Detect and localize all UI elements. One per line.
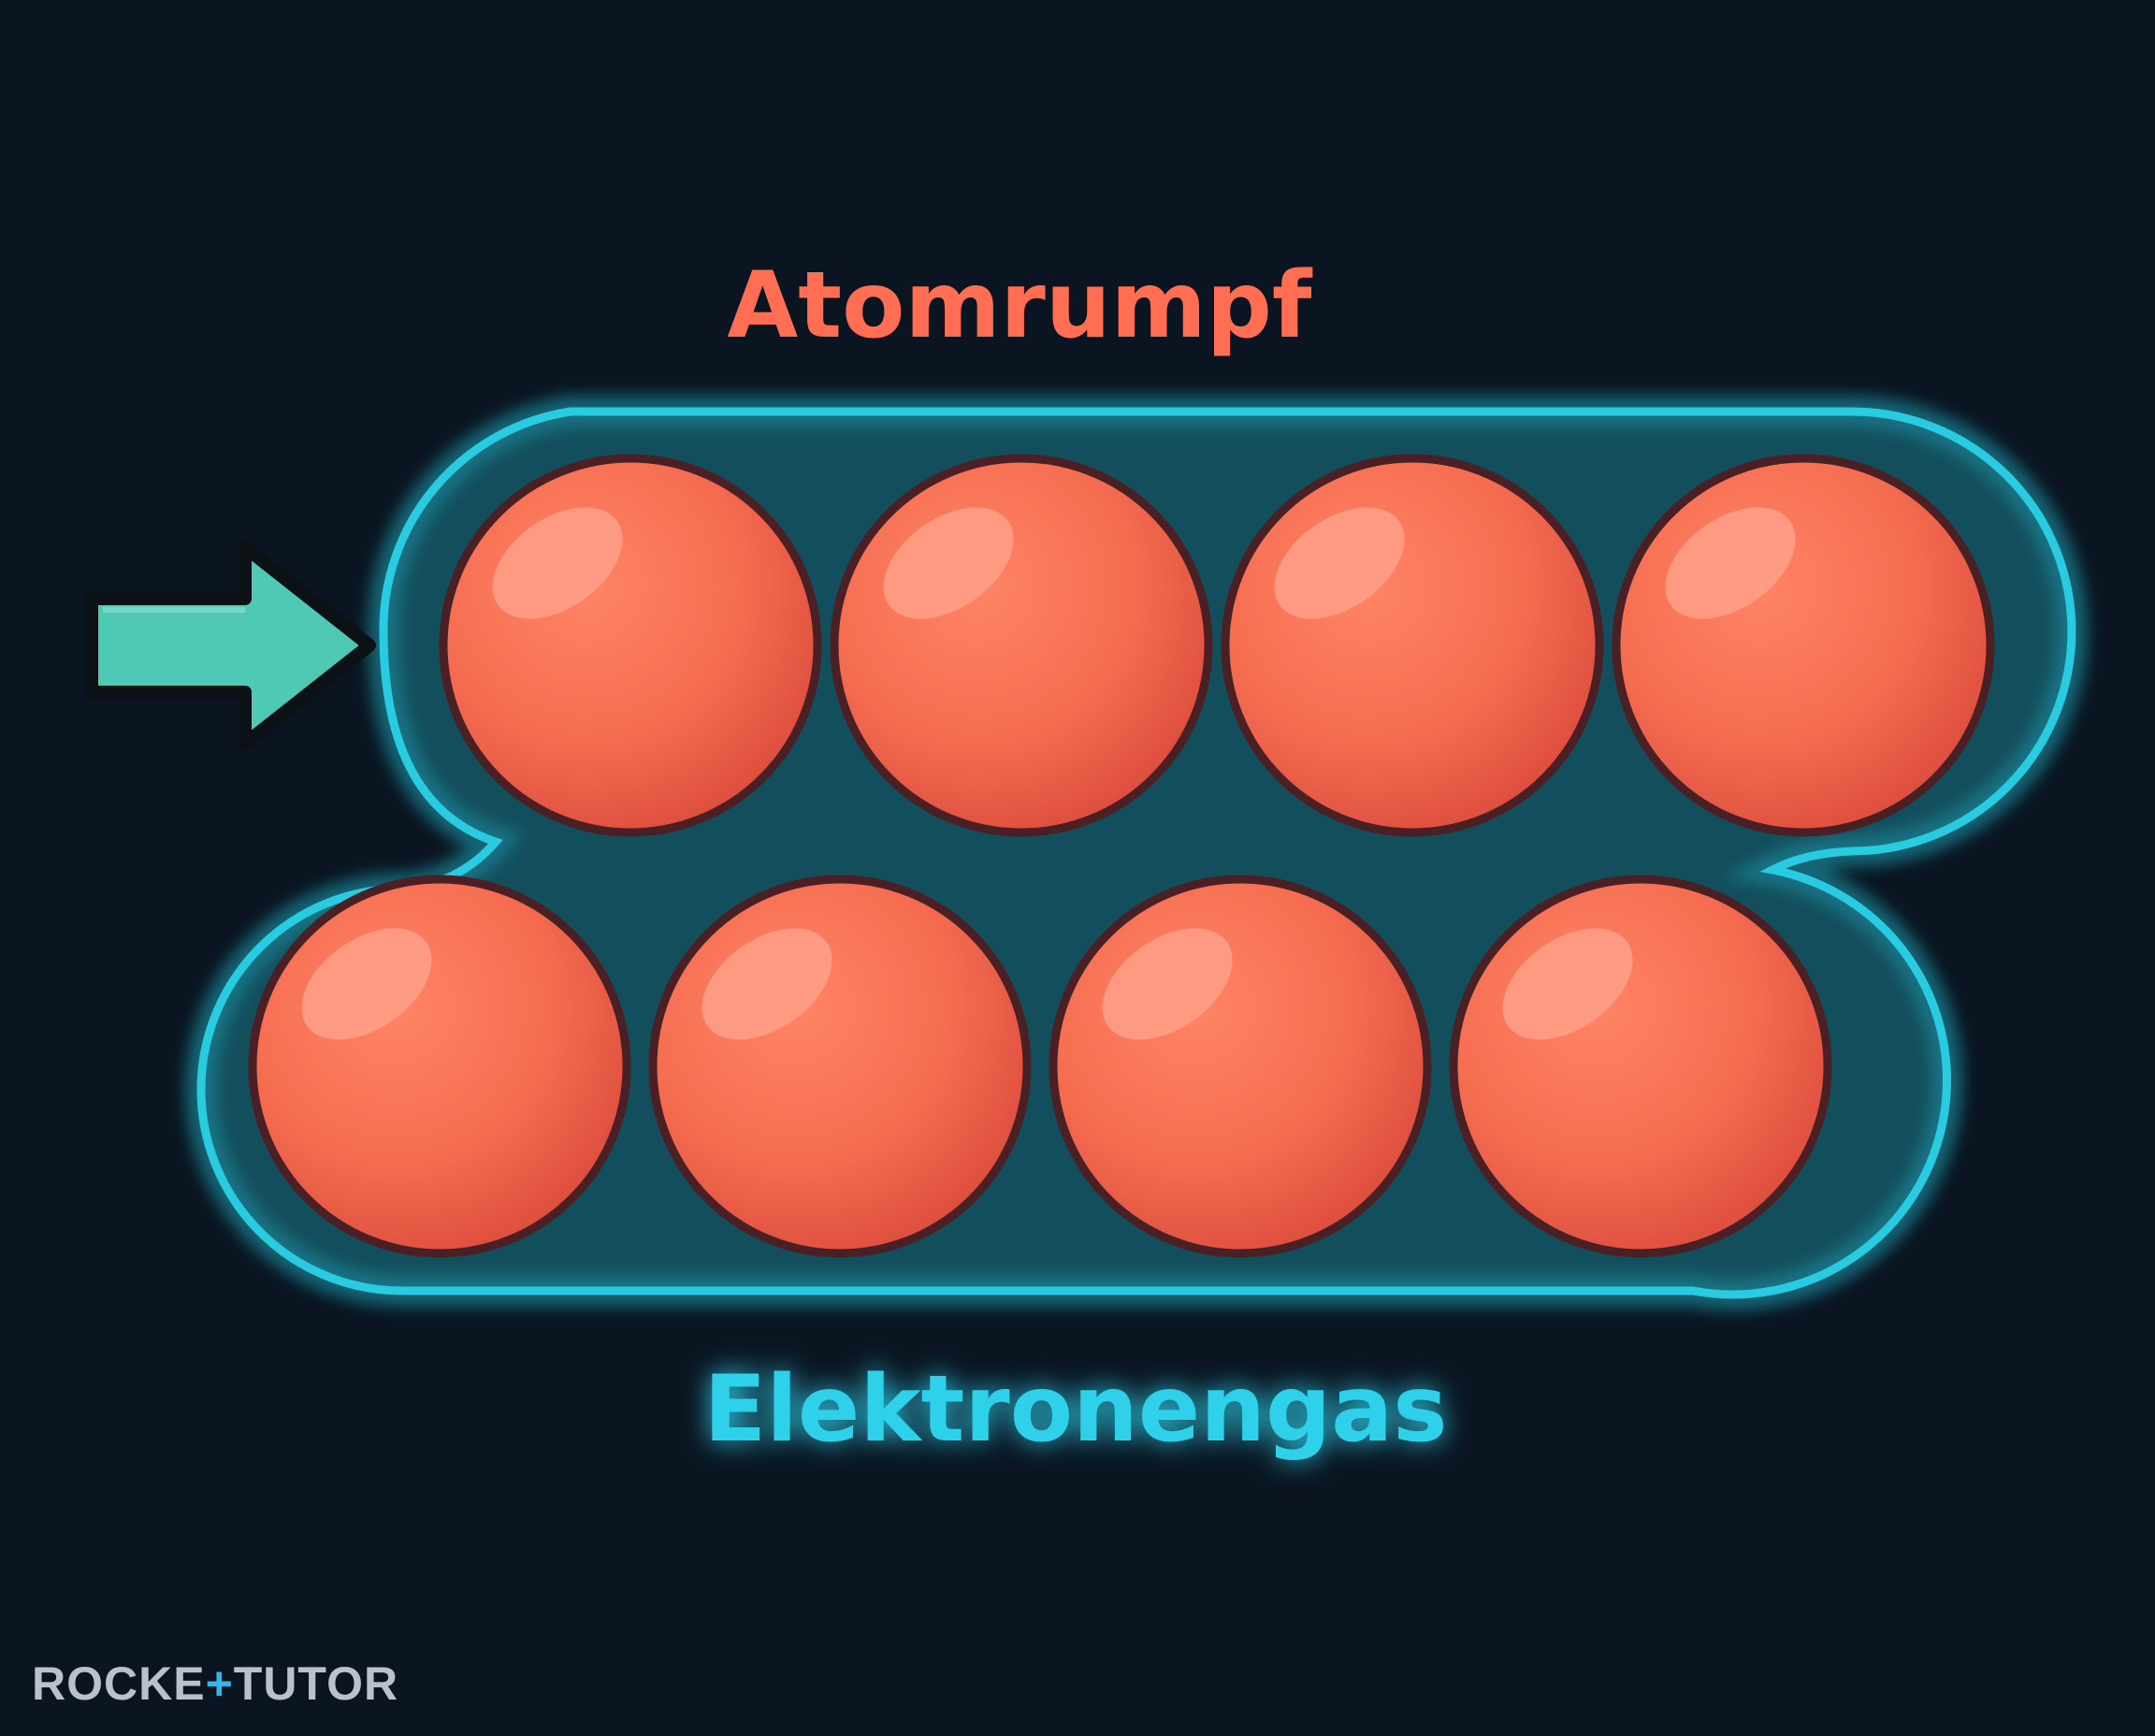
logo-plus: + bbox=[205, 1657, 234, 1710]
atom-core bbox=[648, 875, 1032, 1258]
brand-logo: ROCKE+TUTOR bbox=[32, 1654, 398, 1714]
atom-row-bottom bbox=[248, 875, 1832, 1258]
atom-core bbox=[248, 875, 631, 1258]
arrow-right-icon bbox=[85, 541, 376, 750]
atom-core bbox=[1221, 454, 1604, 837]
atom-row-top bbox=[439, 454, 1995, 837]
atom-core bbox=[1449, 875, 1832, 1258]
atom-core-label: Atomrumpf bbox=[727, 253, 1312, 359]
atom-core bbox=[439, 454, 822, 837]
logo-text-part1: ROCKE bbox=[32, 1657, 206, 1710]
electron-gas-label: Elektronengas bbox=[703, 1356, 1447, 1463]
atom-core bbox=[830, 454, 1213, 837]
logo-text-part2: TUTOR bbox=[233, 1657, 399, 1710]
atom-core bbox=[1612, 454, 1995, 837]
atom-core bbox=[1049, 875, 1432, 1258]
